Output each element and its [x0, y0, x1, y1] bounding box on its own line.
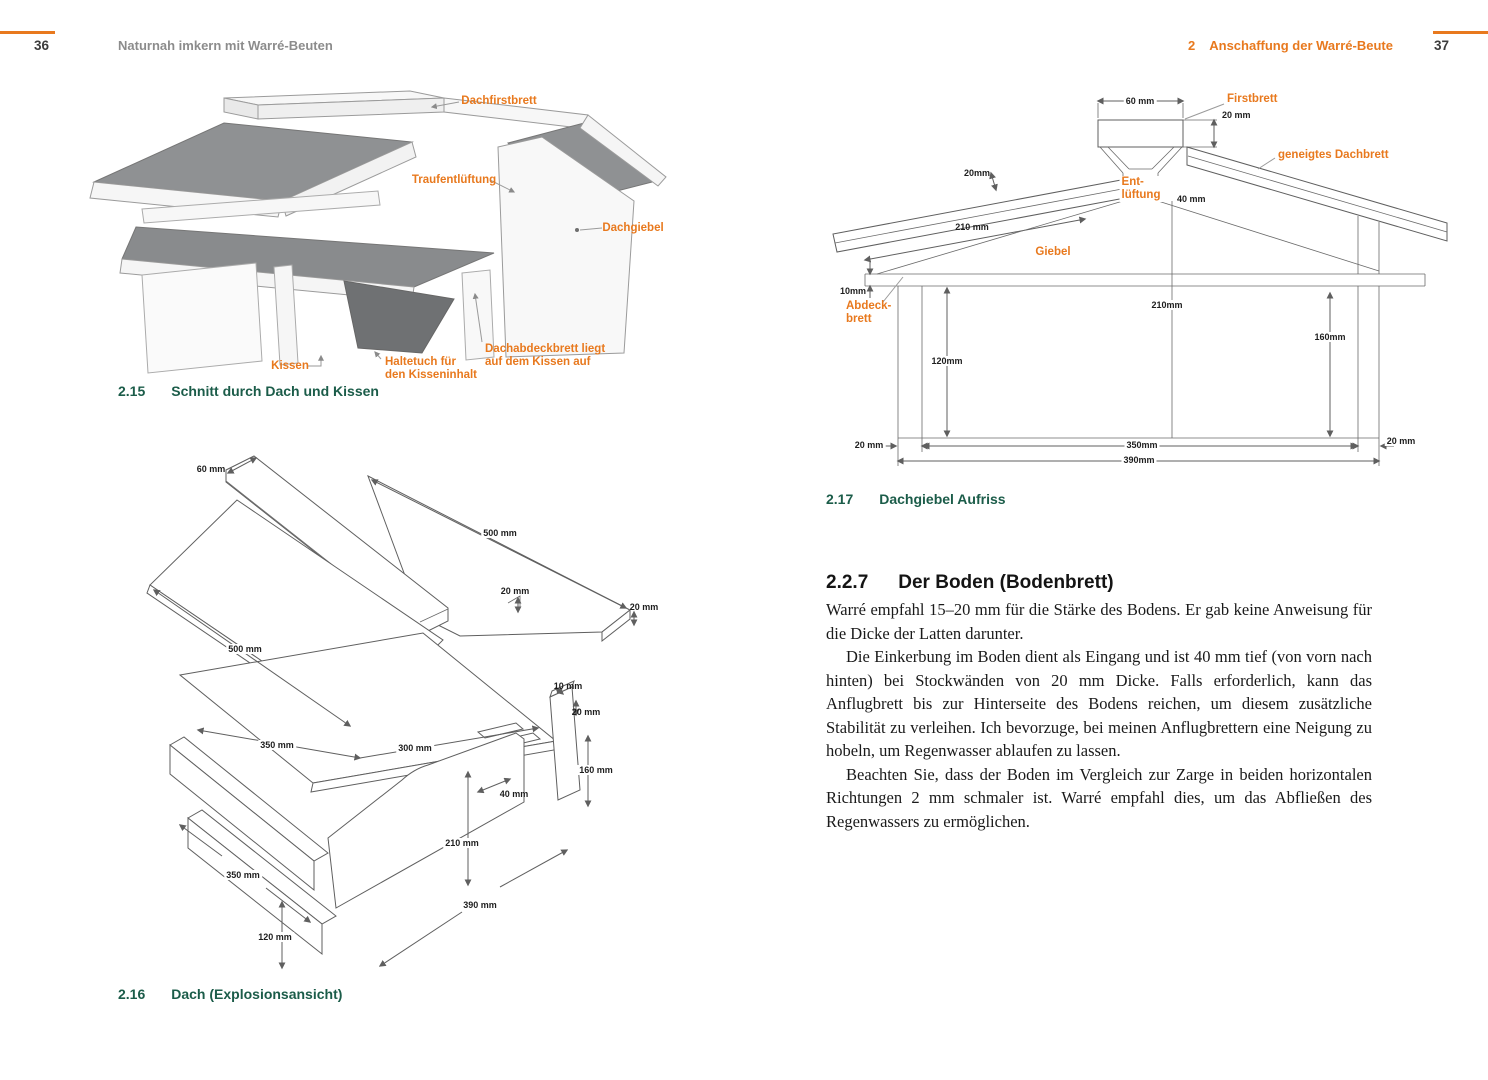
figure-caption-216: 2.16 Dach (Explosionsansicht)	[118, 986, 342, 1002]
roof-cross-section-drawing	[89, 90, 667, 374]
section-number: 2.2.7	[826, 572, 869, 593]
dimension-label: 20 mm	[1222, 110, 1251, 120]
dimension-label: 20 mm	[1384, 436, 1418, 446]
dimension-label: 120 mm	[256, 932, 294, 942]
figure-callout-label: Traufentlüftung	[411, 174, 497, 186]
dimension-label: 210 mm	[443, 838, 481, 848]
figure-callout-label: Abdeck- brett	[846, 300, 892, 325]
figure-callout-label: Dachgiebel	[602, 222, 664, 234]
caption-number: 2.17	[826, 491, 854, 507]
caption-text: Dach (Explosionsansicht)	[171, 986, 343, 1002]
dimension-label: 350 mm	[258, 740, 296, 750]
caption-number: 2.16	[118, 986, 146, 1002]
dimension-label: 500 mm	[481, 528, 519, 538]
figure-callout-label: Giebel	[1035, 246, 1071, 258]
dimension-label: 120mm	[929, 356, 965, 366]
dimension-label: 40 mm	[1177, 194, 1206, 204]
paragraph: Warré empfahl 15–20 mm für die Stärke de…	[826, 600, 1372, 643]
dimension-label: 20 mm	[852, 440, 886, 450]
caption-text: Dachgiebel Aufriss	[879, 491, 1006, 507]
dimension-label: 10 mm	[553, 681, 583, 691]
figure-callout-label: Haltetuch für den Kisseninhalt	[385, 356, 478, 381]
header-rule-left	[0, 31, 55, 34]
caption-number: 2.15	[118, 383, 146, 399]
dimension-label: 20 mm	[629, 602, 659, 612]
dimension-label: 160mm	[1312, 332, 1348, 342]
body-text: Warré empfahl 15–20 mm für die Stärke de…	[826, 598, 1372, 833]
figure-caption-215: 2.15 Schnitt durch Dach und Kissen	[118, 383, 379, 399]
dimension-label: 20mm	[963, 168, 991, 178]
page-number-left: 36	[34, 38, 50, 53]
figure-caption-217: 2.17 Dachgiebel Aufriss	[826, 491, 1006, 507]
dimension-label: 210 mm	[955, 222, 989, 232]
dimension-label: 350 mm	[224, 870, 262, 880]
dimension-label: 10mm	[839, 286, 867, 296]
dimension-label: 60 mm	[196, 464, 226, 474]
chapter-number: 2	[1188, 38, 1196, 53]
figure-callout-label: Dachfirstbrett	[461, 95, 537, 107]
chapter-title: Anschaffung der Warré-Beute	[1209, 38, 1393, 53]
figure-callout-label: Kissen	[271, 360, 309, 372]
section-heading: 2.2.7 Der Boden (Bodenbrett)	[826, 572, 1114, 594]
gable-elevation-drawing	[832, 97, 1448, 466]
caption-text: Schnitt durch Dach und Kissen	[171, 383, 379, 399]
roof-exploded-drawing	[146, 455, 638, 970]
dimension-label: 210mm	[1149, 300, 1185, 310]
figure-callout-label: Dachabdeckbrett liegt auf dem Kissen auf	[485, 343, 606, 368]
header-rule-right	[1433, 31, 1488, 34]
dimension-label: 60 mm	[1123, 96, 1157, 106]
dimension-label: 20 mm	[500, 586, 530, 596]
figure-roof-exploded-view: 60 mm 500 mm 20 mm 20 mm 500 mm 350 mm 300 mm 1…	[110, 440, 690, 985]
running-title-left: Naturnah imkern mit Warré-Beuten	[118, 38, 333, 53]
dimension-label: 350mm	[1124, 440, 1160, 450]
dimension-label: 500 mm	[226, 644, 264, 654]
figure-callout-label: Firstbrett	[1227, 93, 1278, 105]
figure-callout-label: Ent- lüftung	[1119, 176, 1163, 202]
dimension-label: 20 mm	[571, 707, 601, 717]
running-title-right: 2 Anschaffung der Warré-Beute	[1188, 38, 1393, 53]
dimension-label: 300 mm	[396, 743, 434, 753]
page-number-right: 37	[1434, 38, 1450, 53]
dimension-label: 390 mm	[461, 900, 499, 910]
dimension-label: 40 mm	[499, 789, 529, 799]
figure-callout-label: geneigtes Dachbrett	[1278, 149, 1389, 161]
dimension-label: 160 mm	[577, 765, 615, 775]
dimension-label: 390mm	[1121, 455, 1157, 465]
paragraph: Beachten Sie, dass der Boden im Vergleic…	[826, 764, 1372, 831]
paragraph: Die Einkerbung im Boden dient als Eingan…	[826, 647, 1372, 760]
section-title: Der Boden (Bodenbrett)	[898, 572, 1114, 593]
